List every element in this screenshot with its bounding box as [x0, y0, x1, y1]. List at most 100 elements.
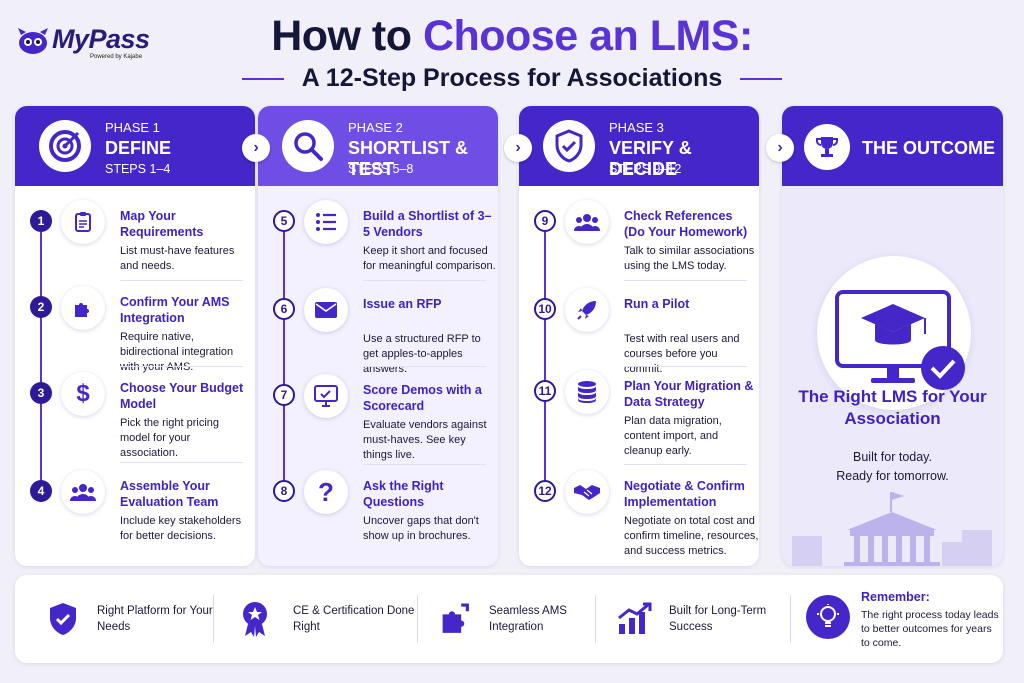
target-icon: [39, 120, 91, 172]
list-icon: [304, 200, 348, 244]
mail-icon: [304, 288, 348, 332]
footer-bar: Right Platform for Your Needs CE & Certi…: [15, 575, 1003, 663]
puzzle-icon: [61, 286, 105, 330]
step-number: 8: [273, 480, 295, 502]
title-part1: How to: [271, 12, 423, 60]
outcome-subtitle: Built for today. Ready for tomorrow.: [782, 448, 1003, 486]
phase-header: PHASE 3 VERIFY & DECIDE STEPS 9–12: [519, 106, 759, 186]
step-item: 8 ? Ask the Right Questions Uncover gaps…: [258, 470, 498, 552]
phase-name: SHORTLIST & TEST: [348, 138, 468, 179]
step-number: 6: [273, 298, 295, 320]
brand-logo: MyPass Powered by Kajabe: [16, 20, 166, 66]
page-subtitle: A 12-Step Process for Associations: [301, 64, 723, 92]
divider: [417, 595, 418, 643]
divider: [213, 595, 214, 643]
step-number: 10: [534, 298, 556, 320]
phase-label: PHASE 1: [105, 120, 160, 135]
next-arrow-icon: ›: [766, 134, 794, 162]
step-title: Run a Pilot: [624, 297, 690, 311]
step-item: 7 Score Demos with a Scorecard Evaluate …: [258, 374, 498, 461]
separator: [363, 366, 486, 367]
separator: [363, 464, 486, 465]
phase-name: VERIFY & DECIDE: [609, 138, 692, 179]
people-icon: [565, 200, 609, 244]
step-desc: Require native, bidirectional integratio…: [120, 331, 234, 373]
phase-header: PHASE 2 SHORTLIST & TEST STEPS 5–8: [258, 106, 498, 186]
rocket-icon: [565, 288, 609, 332]
step-item: 6 Issue an RFP Use a structured RFP to g…: [258, 288, 498, 375]
step-desc: Use a structured RFP to get apples-to-ap…: [363, 333, 481, 375]
step-number: 4: [30, 480, 52, 502]
page-title: How to Choose an LMS:: [0, 12, 1024, 61]
divider: [241, 77, 284, 80]
phase-label: PHASE 2: [348, 120, 403, 135]
step-item: 12 Negotiate & Confirm Implementation Ne…: [519, 470, 759, 557]
step-item: 2 Confirm Your AMS Integration Require n…: [15, 286, 255, 373]
footer-item-text: Built for Long-Term Success: [669, 605, 767, 633]
step-number: 9: [534, 210, 556, 232]
step-item: 1 Map Your Requirements List must-have f…: [15, 200, 255, 282]
step-number: 5: [273, 210, 295, 232]
monitor-check-icon: [304, 374, 348, 418]
separator: [363, 280, 486, 281]
brand-name: MyPass: [52, 24, 150, 54]
outcome-line-2: Ready for tomorrow.: [836, 469, 949, 483]
badge-star-icon: [235, 599, 275, 639]
footer-item-text: Right Platform for Your Needs: [97, 605, 213, 633]
phase-2-column: PHASE 2 SHORTLIST & TEST STEPS 5–8 5 Bui…: [258, 106, 498, 566]
step-number: 12: [534, 480, 556, 502]
step-number: 2: [30, 296, 52, 318]
divider: [595, 595, 596, 643]
outcome-title: The Right LMS for Your Association: [798, 387, 987, 428]
step-item: 10 Run a Pilot Test with real users and …: [519, 288, 759, 375]
step-desc: Pick the right pricing model for your as…: [120, 417, 220, 459]
remember-title: Remember:: [861, 590, 930, 604]
puzzle-icon: [435, 599, 475, 639]
brand-tagline: Powered by Kajabe: [90, 54, 143, 60]
timeline-line: [544, 232, 546, 502]
question-icon: ?: [304, 470, 348, 514]
separator: [624, 366, 747, 367]
separator: [624, 280, 747, 281]
step-title: Score Demos with a Scorecard: [363, 383, 482, 413]
phase-label: PHASE 3: [609, 120, 664, 135]
footer-item-text: Seamless AMS Integration: [489, 605, 567, 633]
step-title: Check References (Do Your Homework): [624, 209, 748, 239]
phase-header: PHASE 1 DEFINE STEPS 1–4: [15, 106, 255, 186]
step-desc: Keep it short and focused for meaningful…: [363, 245, 496, 272]
step-desc: Talk to similar associations using the L…: [624, 245, 755, 272]
timeline-line: [283, 232, 285, 502]
step-number: 3: [30, 382, 52, 404]
step-title: Build a Shortlist of 3–5 Vendors: [363, 209, 492, 239]
phase-3-column: PHASE 3 VERIFY & DECIDE STEPS 9–12 9 Che…: [519, 106, 759, 566]
title-part2: Choose an LMS:: [422, 12, 753, 60]
phase-name: DEFINE: [105, 138, 172, 158]
step-title: Confirm Your AMS Integration: [120, 295, 230, 325]
divider: [790, 595, 791, 643]
lightbulb-icon: [806, 595, 850, 639]
lms-illustration: [817, 256, 971, 410]
separator: [120, 462, 243, 463]
outcome-header: THE OUTCOME: [782, 106, 1003, 186]
separator: [624, 464, 747, 465]
step-title: Issue an RFP: [363, 297, 442, 311]
step-number: 11: [534, 380, 556, 402]
clipboard-icon: [61, 200, 105, 244]
footer-item-text: CE & Certification Done Right: [293, 605, 415, 633]
step-desc: Include key stakeholders for better deci…: [120, 515, 242, 542]
outcome-label: THE OUTCOME: [862, 138, 995, 158]
next-arrow-icon: ›: [504, 134, 532, 162]
step-title: Plan Your Migration & Data Strategy: [624, 379, 754, 409]
step-item: 11 Plan Your Migration & Data Strategy P…: [519, 370, 759, 457]
shield-check-icon: [43, 599, 83, 639]
step-number: 7: [273, 384, 295, 406]
divider: [740, 77, 783, 80]
trophy-icon: [804, 124, 850, 170]
graduation-monitor-icon: [835, 290, 965, 390]
shield-check-icon: [543, 120, 595, 172]
dollar-icon: $: [61, 372, 105, 416]
step-title: Choose Your Budget Model: [120, 381, 244, 411]
remember-text: The right process today leads to better …: [861, 609, 999, 649]
timeline-line: [40, 232, 42, 502]
step-desc: Plan data migration, content import, and…: [624, 415, 722, 457]
